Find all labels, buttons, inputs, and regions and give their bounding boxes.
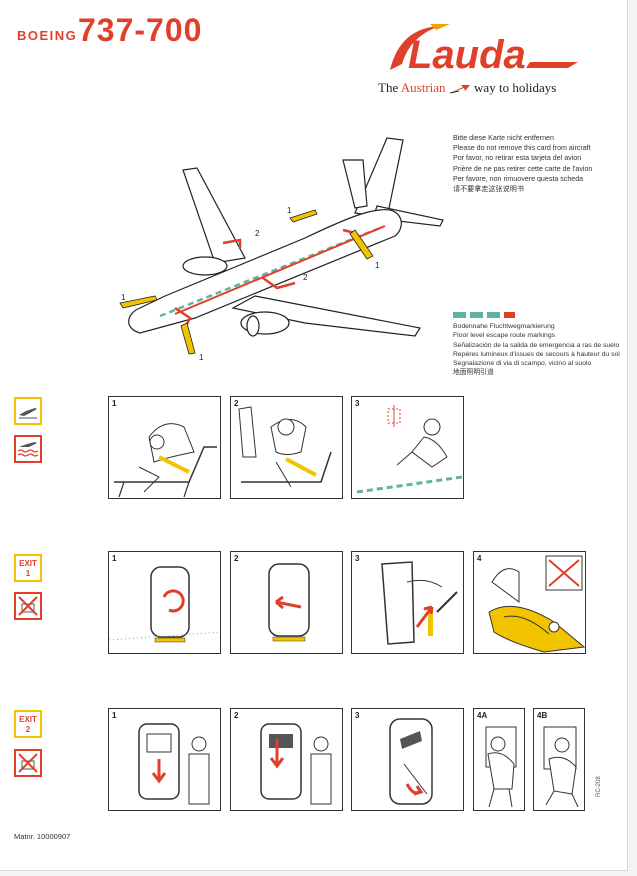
floor-line: Segnalazione di via di scampo, vicino al… [453, 360, 592, 368]
exit-2-panel: 4B [533, 708, 585, 811]
escape-route-legend [453, 312, 515, 318]
exit-1-panel: 3 [351, 551, 464, 654]
no-luggage-icon [14, 592, 42, 620]
brace-panel: 3 [351, 396, 464, 499]
tagline-austrian: Austrian [400, 80, 446, 95]
water-ditching-icon [14, 435, 42, 463]
notice-line: Bitte diese Karte nicht entfernen [453, 134, 554, 142]
exit-2-label: EXIT 2 [14, 710, 42, 738]
exit-1-label: EXIT 1 [14, 554, 42, 582]
exit-number: 1 [121, 293, 126, 302]
land-emergency-icon [14, 397, 42, 425]
notice-line: 请不要拿走这张说明书 [453, 185, 524, 194]
panel-number: 2 [234, 399, 239, 408]
panel-number: 4B [537, 711, 548, 720]
exit-word: EXIT [19, 559, 37, 568]
exit-number: 1 [25, 569, 31, 578]
exit-1-panel: 4 [473, 551, 586, 654]
material-number: Matnr. 10000907 [14, 832, 71, 841]
exit-1-panel: 2 [230, 551, 343, 654]
panel-number: 3 [355, 711, 360, 720]
panel-number: 1 [112, 711, 117, 720]
exit-2-panel: 1 [108, 708, 221, 811]
brace-panel: 1 [108, 396, 221, 499]
exit-number: 1 [287, 206, 292, 215]
floor-line: Bodennahe Fluchtwegmarkierung [453, 323, 555, 330]
tagline-end: way to holidays [474, 80, 557, 95]
floor-line: 地面照明引道 [453, 369, 494, 377]
exit-number: 2 [25, 725, 31, 734]
notice-line: Prière de ne pas retirer cette carte de … [453, 164, 593, 173]
tagline-start: The [378, 80, 399, 95]
panel-number: 1 [112, 554, 117, 563]
floor-line: Floor level escape route markings [453, 332, 555, 340]
panel-number: 2 [234, 711, 239, 720]
panel-number: 4 [477, 554, 482, 563]
arrow-swoosh-icon [449, 85, 470, 94]
exit-2-panel: 3 [351, 708, 464, 811]
no-luggage-icon [14, 749, 42, 777]
notice-line: Per favore, non rimuovere questa scheda [453, 174, 584, 183]
notice-line: Please do not remove this card from airc… [453, 144, 591, 153]
panel-number: 2 [234, 554, 239, 563]
floor-marking-text: Bodennahe Fluchtwegmarkierung Floor leve… [453, 322, 623, 378]
do-not-remove-notice: Bitte diese Karte nicht entfernen Please… [453, 133, 623, 194]
floor-line: Repères lumineux d'issues de secours à h… [453, 350, 620, 358]
panel-number: 1 [112, 399, 117, 408]
tagline: The Austrian way to holidays [378, 80, 556, 96]
lauda-logo: Lauda [390, 24, 578, 77]
model-prefix: BOEING [17, 28, 78, 43]
exit-number: 2 [303, 273, 308, 282]
side-code: RC-208 [596, 776, 602, 797]
notice-line: Por favor, no retirar esta tarjeta del a… [453, 154, 582, 163]
brand-name: Lauda [408, 33, 526, 77]
panel-number: 4A [477, 711, 488, 720]
panel-number: 3 [355, 399, 360, 408]
exit-1-panel: 1 [108, 551, 221, 654]
exit-2-panel: 2 [230, 708, 343, 811]
aircraft-exit-diagram: 1 1 1 2 2 1 [119, 137, 444, 362]
panel-number: 3 [355, 554, 360, 563]
brace-panel: 2 [230, 396, 343, 499]
aircraft-model: 737-700 [78, 12, 203, 48]
exit-word: EXIT [19, 715, 37, 724]
exit-2-panel: 4A [473, 708, 525, 811]
exit-number: 1 [199, 353, 204, 362]
exit-number: 1 [375, 261, 380, 270]
floor-line: Señalización de la salida de emergencia … [453, 341, 620, 349]
exit-number: 2 [255, 229, 260, 238]
